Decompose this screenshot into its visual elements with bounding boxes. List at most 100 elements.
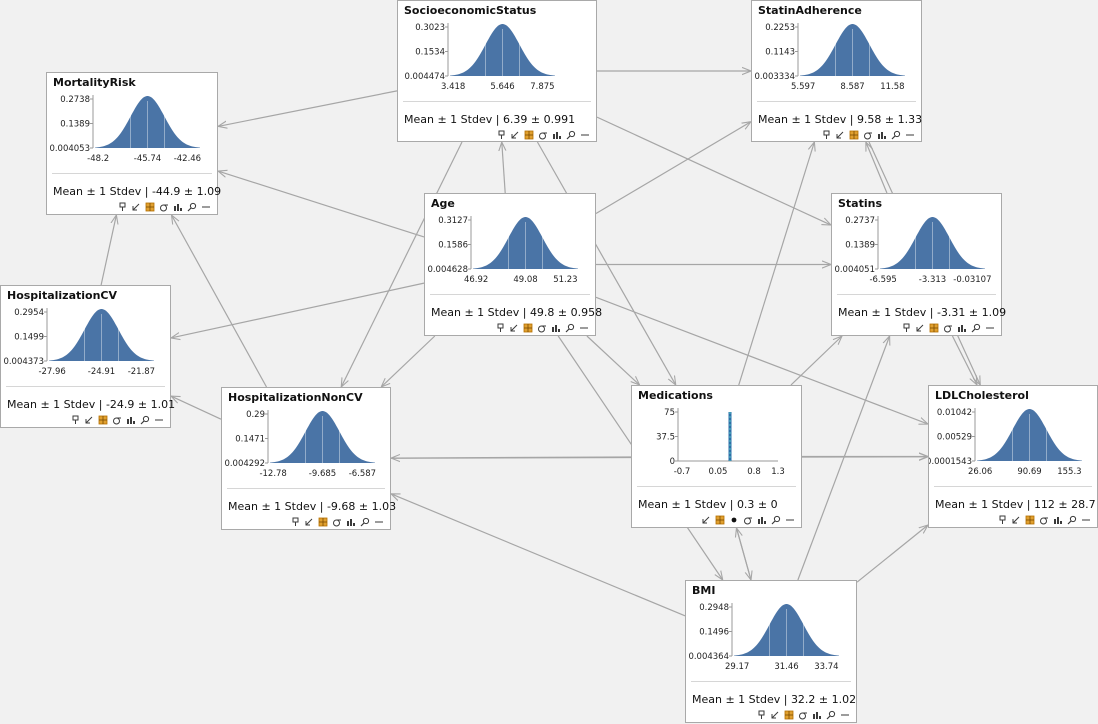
search-icon[interactable] <box>566 130 576 140</box>
y-tick-label: 0.1471 <box>235 435 265 445</box>
stat-label: Mean ± 1 Stdev <box>431 306 520 319</box>
sigma-icon[interactable] <box>943 323 953 333</box>
node-title: HospitalizationCV <box>7 289 118 302</box>
collapse-arrow-icon[interactable] <box>915 323 925 333</box>
search-icon[interactable] <box>187 202 197 212</box>
minimize-icon[interactable] <box>840 710 850 720</box>
grid-icon[interactable] <box>318 517 328 527</box>
y-tick-label: 0.01042 <box>937 408 972 418</box>
x-tick-label: 29.17 <box>725 662 749 672</box>
search-icon[interactable] <box>565 323 575 333</box>
pin-icon[interactable] <box>117 202 127 212</box>
edge-arrow <box>596 116 831 225</box>
minimize-icon[interactable] <box>1081 515 1091 525</box>
grid-icon[interactable] <box>849 130 859 140</box>
histogram-icon[interactable] <box>126 415 136 425</box>
collapse-arrow-icon[interactable] <box>84 415 94 425</box>
minimize-icon[interactable] <box>201 202 211 212</box>
histogram-icon[interactable] <box>877 130 887 140</box>
stat-label: Mean ± 1 Stdev <box>228 500 317 513</box>
grid-icon[interactable] <box>98 415 108 425</box>
x-tick-label: 155.3 <box>1057 467 1081 477</box>
collapse-arrow-icon[interactable] <box>510 130 520 140</box>
minimize-icon[interactable] <box>154 415 164 425</box>
minimize-icon[interactable] <box>905 130 915 140</box>
histogram-icon[interactable] <box>551 323 561 333</box>
minimize-icon[interactable] <box>580 130 590 140</box>
sigma-icon[interactable] <box>798 710 808 720</box>
x-tick-label: 0.05 <box>709 467 728 477</box>
grid-icon[interactable] <box>929 323 939 333</box>
stat-label: Mean ± 1 Stdev <box>7 398 96 411</box>
y-tick-label: 75 <box>664 408 675 418</box>
search-icon[interactable] <box>140 415 150 425</box>
search-icon[interactable] <box>1067 515 1077 525</box>
sigma-icon[interactable] <box>537 323 547 333</box>
sigma-icon[interactable] <box>332 517 342 527</box>
stat-divider: | <box>519 306 530 319</box>
histogram-icon[interactable] <box>1053 515 1063 525</box>
x-tick-label: 46.92 <box>464 275 488 285</box>
collapse-arrow-icon[interactable] <box>770 710 780 720</box>
pin-icon[interactable] <box>495 323 505 333</box>
pin-icon[interactable] <box>70 415 80 425</box>
histogram-icon[interactable] <box>173 202 183 212</box>
node-title: MortalityRisk <box>53 76 136 89</box>
grid-icon[interactable] <box>1025 515 1035 525</box>
pin-icon[interactable] <box>821 130 831 140</box>
pin-icon[interactable] <box>901 323 911 333</box>
sigma-icon[interactable] <box>863 130 873 140</box>
collapse-arrow-icon[interactable] <box>304 517 314 527</box>
search-icon[interactable] <box>971 323 981 333</box>
histogram-icon[interactable] <box>757 515 767 525</box>
histogram-icon[interactable] <box>346 517 356 527</box>
minimize-icon[interactable] <box>785 515 795 525</box>
minimize-icon[interactable] <box>985 323 995 333</box>
pin-icon[interactable] <box>496 130 506 140</box>
search-icon[interactable] <box>360 517 370 527</box>
sigma-icon[interactable] <box>159 202 169 212</box>
stat-value: 49.8 ± 0.958 <box>529 306 603 319</box>
minimize-icon[interactable] <box>579 323 589 333</box>
edge-arrow <box>951 335 977 385</box>
grid-icon[interactable] <box>715 515 725 525</box>
pin-icon[interactable] <box>997 515 1007 525</box>
collapse-arrow-icon[interactable] <box>1011 515 1021 525</box>
minimize-icon[interactable] <box>374 517 384 527</box>
search-icon[interactable] <box>771 515 781 525</box>
grid-icon[interactable] <box>523 323 533 333</box>
x-tick-label: 0.8 <box>747 467 761 477</box>
grid-icon[interactable] <box>145 202 155 212</box>
collapse-arrow-icon[interactable] <box>835 130 845 140</box>
grid-icon[interactable] <box>784 710 794 720</box>
pin-icon[interactable] <box>756 710 766 720</box>
sigma-icon[interactable] <box>538 130 548 140</box>
collapse-arrow-icon[interactable] <box>509 323 519 333</box>
grid-icon[interactable] <box>524 130 534 140</box>
sigma-icon[interactable] <box>743 515 753 525</box>
search-icon[interactable] <box>891 130 901 140</box>
histogram-icon[interactable] <box>957 323 967 333</box>
x-tick-label: 11.58 <box>880 82 904 92</box>
pin-icon[interactable] <box>290 517 300 527</box>
histogram-icon[interactable] <box>812 710 822 720</box>
sigma-icon[interactable] <box>1039 515 1049 525</box>
collapse-arrow-icon[interactable] <box>701 515 711 525</box>
dot-icon[interactable] <box>729 515 739 525</box>
collapse-arrow-icon[interactable] <box>131 202 141 212</box>
x-tick-label: -9.685 <box>309 469 336 479</box>
search-icon[interactable] <box>826 710 836 720</box>
histogram-icon[interactable] <box>552 130 562 140</box>
sigma-icon[interactable] <box>112 415 122 425</box>
